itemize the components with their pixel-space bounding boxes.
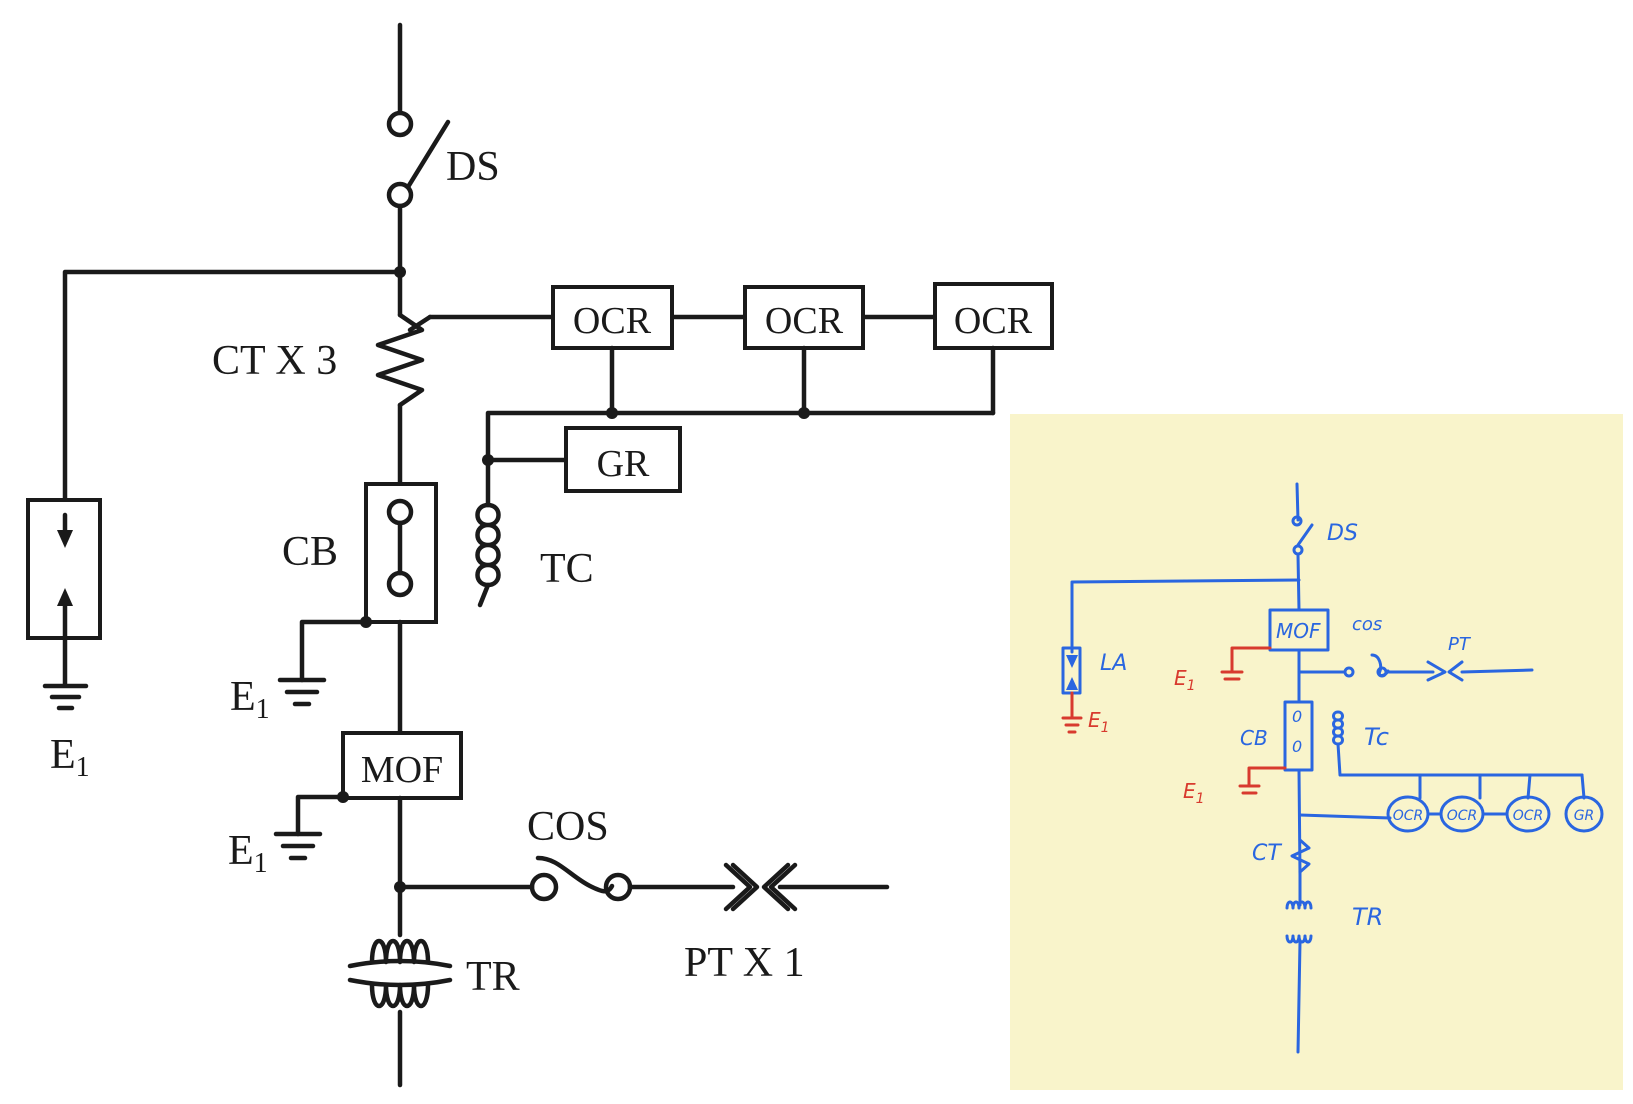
disconnect-switch-symbol [386, 110, 451, 209]
sketch-e1-label-cb: E1 [1183, 779, 1205, 807]
gr-label: GR [597, 443, 650, 485]
potential-transformer-symbol [723, 862, 890, 912]
mof-label: MOF [361, 749, 443, 791]
sketch-ocr-label-1: OCR [1393, 808, 1424, 824]
handwritten-sketch: DS LA E1 MOF E1 cos PT 0 0 [1010, 414, 1623, 1090]
current-transformer-symbol [375, 312, 556, 408]
ct-label: CT X 3 [212, 338, 337, 384]
e1-label-mof: E1 [228, 828, 268, 879]
sketch-cb-ground [1247, 766, 1287, 788]
sketch-cb-mark: 0 [1292, 737, 1302, 756]
sketch-ct-link [1298, 813, 1392, 820]
sketch-ct-symbol [1290, 838, 1311, 874]
sketch-cb-mark: 0 [1292, 707, 1302, 726]
junction-dot [798, 407, 810, 419]
cos-label: COS [527, 804, 609, 850]
tc-label: TC [540, 546, 594, 592]
ground-symbol [277, 677, 327, 707]
pt-label: PT X 1 [684, 940, 805, 986]
e1-label-cb: E1 [230, 674, 270, 725]
cb-ground-line [299, 619, 369, 683]
ocr-label-2: OCR [765, 300, 844, 342]
ocr-relay-3 [933, 282, 1054, 350]
junction-dot [606, 407, 618, 419]
sketch-ocr-relay-3 [1505, 795, 1551, 833]
relay-bus-line [485, 410, 996, 508]
mof-ground-line [295, 794, 346, 837]
sketch-cos-label: cos [1352, 614, 1382, 635]
sketch-tr-symbol [1285, 900, 1313, 910]
cb-label: CB [282, 529, 338, 575]
sketch-ocr-label-2: OCR [1447, 808, 1478, 824]
sketch-gr-label: GR [1574, 808, 1595, 824]
la-branch-line [62, 269, 403, 533]
cutout-switch-symbol [529, 855, 633, 902]
sketch-cb-label: CB [1240, 726, 1268, 750]
ocr-label-1: OCR [573, 300, 652, 342]
sketch-paper [1010, 414, 1623, 1090]
sketch-la-label: LA [1100, 651, 1127, 676]
sketch-ocr-label-3: OCR [1513, 808, 1544, 824]
sketch-e1-label: E1 [1088, 708, 1110, 736]
ground-symbol [273, 831, 323, 861]
sketch-ds-contact [1291, 515, 1303, 527]
e1-label-la: E1 [50, 732, 90, 783]
sketch-mof-label: MOF [1276, 619, 1321, 643]
gr-relay [564, 426, 682, 493]
sketch-la-branch [1070, 578, 1301, 654]
lightning-arrester-symbol [26, 498, 102, 688]
sketch-tc-label: Tc [1364, 723, 1389, 751]
sketch-pt-label: PT [1448, 634, 1472, 655]
typeset-diagram: DS E1 CT X 3 OCR OCR [26, 22, 1054, 1088]
ds-label: DS [446, 144, 500, 190]
sketch-e1-label-mof: E1 [1174, 666, 1196, 694]
transformer-symbol [347, 939, 453, 1008]
sketch-ct-label: CT [1252, 841, 1282, 866]
tr-label: TR [466, 954, 520, 1000]
sketch-mof-ground [1230, 646, 1272, 674]
sketch-gr-relay [1564, 795, 1604, 833]
sketch-tr-label: TR [1352, 903, 1383, 931]
sketch-ds-label: DS [1327, 521, 1358, 546]
trip-coil-symbol [475, 502, 501, 608]
sketch-relay-bus [1336, 742, 1584, 777]
ground-symbol [42, 683, 89, 711]
sketch-tc-coil [1332, 710, 1344, 746]
ocr-label-3: OCR [954, 300, 1033, 342]
